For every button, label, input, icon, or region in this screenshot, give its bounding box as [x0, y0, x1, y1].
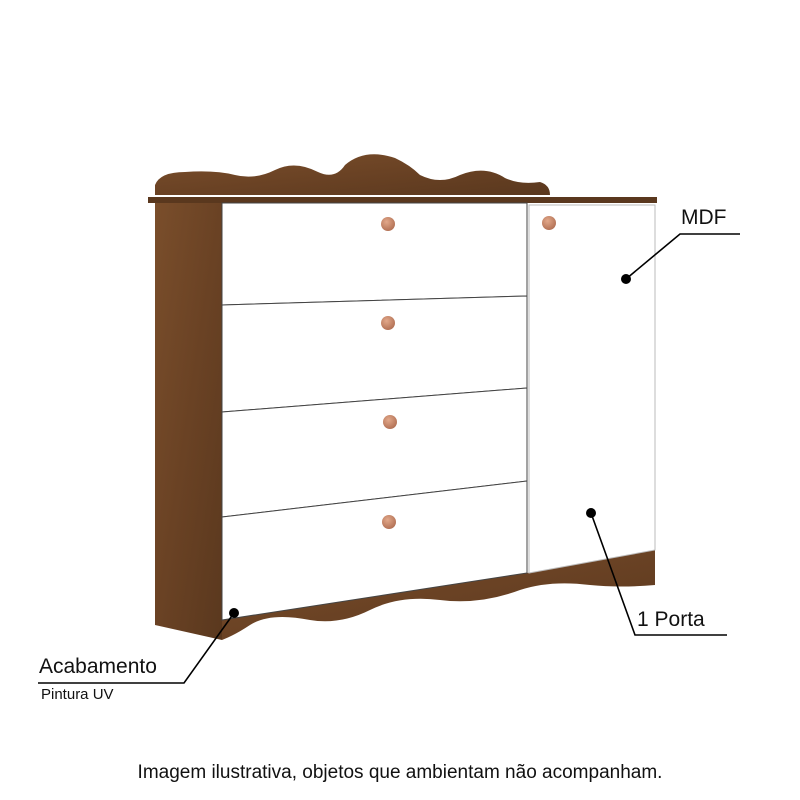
door-knob: [542, 216, 556, 230]
callout-finish: [38, 612, 235, 684]
drawer-knob: [381, 217, 395, 231]
label-finish-detail: Pintura UV: [41, 686, 114, 703]
base-plinth: [222, 550, 655, 640]
drawer-knob: [381, 316, 395, 330]
label-door: 1 Porta: [637, 608, 705, 631]
top-board: [148, 197, 657, 203]
callout-dot: [621, 274, 631, 284]
left-side-panel: [155, 203, 222, 640]
crown-scallop: [155, 154, 550, 195]
drawer-knob: [383, 415, 397, 429]
caption: Imagem ilustrativa, objetos que ambienta…: [137, 762, 663, 783]
callout-door: [590, 512, 727, 636]
callout-mdf: [625, 233, 740, 280]
label-finish: Acabamento: [39, 655, 157, 678]
drawer-1: [221, 202, 528, 306]
drawer-knob: [382, 515, 396, 529]
callout-dot: [586, 508, 596, 518]
label-mdf: MDF: [681, 206, 727, 229]
drawer-4: [221, 480, 528, 621]
door: [528, 204, 656, 574]
callout-dot: [229, 608, 239, 618]
